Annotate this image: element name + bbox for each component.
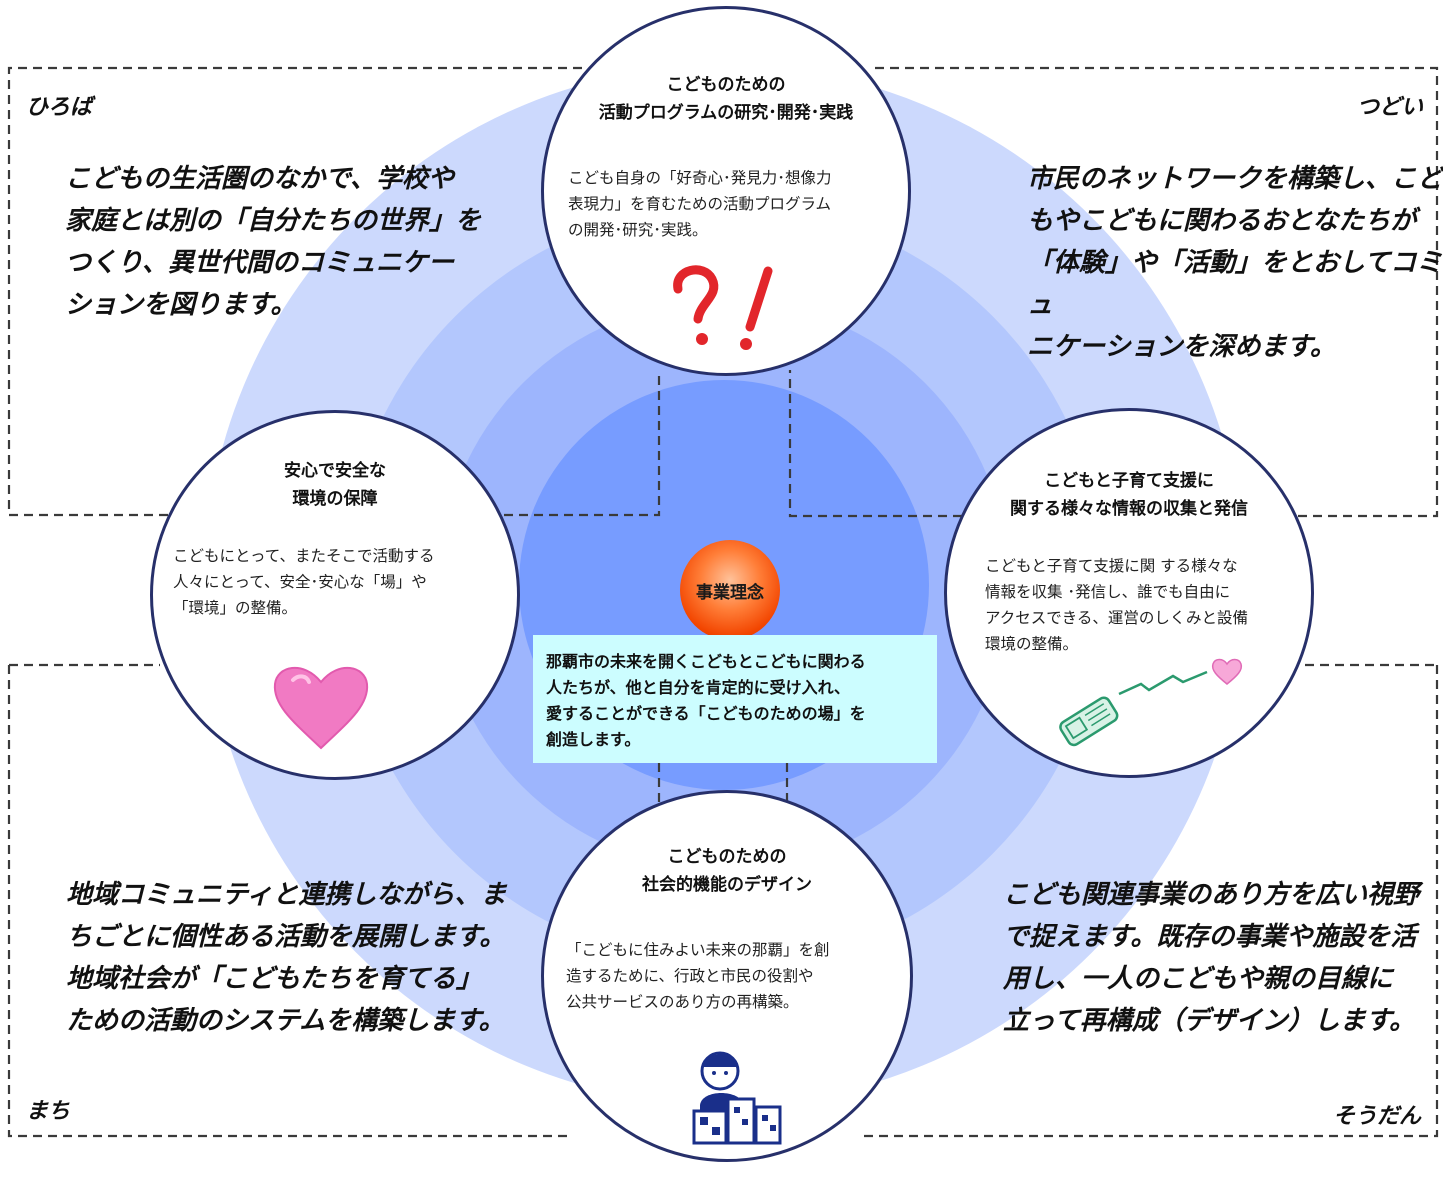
quadrant-text-line: こども関連事業のあり方を広い視野 [1003, 880, 1420, 910]
circle-title: こどものための 活動プログラムの研究･開発･実践 [544, 71, 908, 127]
circle-description-line: 環境の整備。 [985, 635, 1079, 653]
quadrant-text-soudan: こども関連事業のあり方を広い視野 で捉えます。既存の事業や施設を活 用し、一人の… [1003, 874, 1419, 1042]
circle-description-line: 表現力」を育むための活動プログラム [568, 195, 832, 213]
circle-description-line: 造するために、行政と市民の役割や [566, 967, 814, 985]
circle-title: 安心で安全な 環境の保障 [153, 457, 517, 513]
circle-description-line: 「こどもに住みよい未来の那覇」を創 [566, 941, 830, 959]
quadrant-text-line: 立って再構成（デザイン）します。 [1003, 1006, 1416, 1036]
quadrant-text-line: で捉えます。既存の事業や施設を活 [1003, 922, 1417, 952]
dashed-frame-top-right [788, 66, 1439, 518]
dashed-frame-bottom-right [862, 665, 1439, 1138]
mission-line: 創造します。 [546, 730, 641, 749]
circle-description-line: こどもと子育て支援に関 する様々な [985, 557, 1238, 575]
quadrant-label-hiroba: ひろば [26, 95, 93, 120]
core-label: 事業理念 [696, 583, 764, 603]
mission-statement-box: 那覇市の未来を開くこどもとこどもに関わる 人たちが、他と自分を肯定的に受け入れ、… [533, 635, 937, 763]
circle-title-line: 社会的機能のデザイン [642, 875, 812, 895]
question-exclamation-icon [673, 265, 773, 350]
quadrant-text-line: もやこどもに関わるおとなたちが [1027, 206, 1417, 236]
circle-title-line: 安心で安全な [284, 461, 386, 481]
heart-icon [273, 666, 369, 750]
core-philosophy-sphere: 事業理念 [680, 540, 780, 640]
circle-description-line: 人々にとって、安全･安心な「場」や [173, 573, 427, 591]
dashed-frame-bottom-left [7, 665, 570, 1138]
circle-title-line: 活動プログラムの研究･開発･実践 [598, 103, 854, 123]
circle-title: こどもと子育て支援に 関する様々な情報の収集と発信 [947, 467, 1311, 523]
circle-title-line: こどものための [666, 75, 786, 95]
circle-description: こどもと子育て支援に関 する様々な 情報を収集 ･発信し、誰でも自由に アクセス… [985, 553, 1248, 657]
quadrant-text-line: 用し、一人のこどもや親の目線に [1003, 964, 1394, 994]
quadrant-label-soudan: そうだん [1332, 1104, 1421, 1129]
quadrant-text-line: ちごとに個性ある活動を展開します。 [66, 922, 506, 952]
mission-line: 人たちが、他と自分を肯定的に受け入れ、 [546, 678, 850, 697]
circle-description: 「こどもに住みよい未来の那覇」を創 造するために、行政と市民の役割や 公共サービ… [566, 937, 830, 1015]
quadrant-text-machi: 地域コミュニティと連携しながら、ま ちごとに個性ある活動を展開します。 地域社会… [66, 874, 506, 1042]
circle-description: こどもにとって、またそこで活動する 人々にとって、安全･安心な「場」や 「環境」… [173, 543, 435, 621]
quadrant-text-line: ニケーションを深めます。 [1027, 332, 1336, 362]
circle-description-line: 情報を収集 ･発信し、誰でも自由に [985, 583, 1231, 601]
circle-activity-program: こどものための 活動プログラムの研究･開発･実践 こども自身の「好奇心･発見力･… [541, 6, 911, 376]
circle-description-line: アクセスできる、運営のしくみと設備 [985, 609, 1249, 627]
circle-information: こどもと子育て支援に 関する様々な情報の収集と発信 こどもと子育て支援に関 する… [944, 408, 1314, 778]
circle-description: こども自身の「好奇心･発見力･想像力 表現力」を育むための活動プログラム の開発… [568, 165, 832, 243]
circle-description-line: こどもにとって、またそこで活動する [173, 547, 435, 565]
dashed-frame-top-left [7, 66, 661, 517]
circle-title-line: こどものための [667, 847, 787, 867]
circle-description-line: 公共サービスのあり方の再構築。 [566, 993, 799, 1011]
quadrant-text-line: ションを図ります。 [65, 290, 297, 320]
mission-line: 那覇市の未来を開くこどもとこどもに関わる [546, 652, 866, 671]
circle-safe-environment: 安心で安全な 環境の保障 こどもにとって、またそこで活動する 人々にとって、安全… [150, 410, 520, 780]
quadrant-text-line: 地域コミュニティと連携しながら、ま [66, 880, 507, 910]
quadrant-text-line: つくり、異世代間のコミュニケー [65, 248, 454, 278]
quadrant-text-hiroba: こどもの生活圏のなかで、学校や 家庭とは別の「自分たちの世界」を つくり、異世代… [65, 158, 481, 326]
circle-title-line: 環境の保障 [292, 489, 378, 509]
child-buildings-icon [692, 1051, 782, 1145]
circle-description-line: の開発･研究･実践。 [568, 221, 708, 239]
quadrant-text-line: 市民のネットワークを構築し、こど [1027, 164, 1443, 194]
mission-line: 愛することができる「こどものための場」を [546, 704, 866, 723]
circle-social-design: こどものための 社会的機能のデザイン 「こどもに住みよい未来の那覇」を創 造する… [541, 790, 913, 1162]
circle-title-line: こどもと子育て支援に [1044, 471, 1214, 491]
quadrant-text-line: 家庭とは別の「自分たちの世界」を [65, 206, 482, 236]
quadrant-text-line: 「体験」や「活動」をとおしてコミュ [1027, 248, 1443, 320]
circle-title: こどものための 社会的機能のデザイン [544, 843, 910, 899]
quadrant-label-machi: まち [26, 1099, 71, 1124]
quadrant-text-line: ための活動のシステムを構築します。 [66, 1006, 505, 1036]
circle-description-line: 「環境」の整備。 [173, 599, 298, 617]
quadrant-text-line: こどもの生活圏のなかで、学校や [65, 164, 454, 194]
quadrant-label-tsudoi: つどい [1356, 95, 1423, 120]
quadrant-text-line: 地域社会が「こどもたちを育てる」 [66, 964, 483, 994]
circle-title-line: 関する様々な情報の収集と発信 [1010, 499, 1248, 519]
circle-description-line: こども自身の「好奇心･発見力･想像力 [568, 169, 832, 187]
mobile-phone-icon [1059, 658, 1243, 747]
quadrant-text-tsudoi: 市民のネットワークを構築し、こど もやこどもに関わるおとなたちが 「体験」や「活… [1027, 158, 1443, 368]
